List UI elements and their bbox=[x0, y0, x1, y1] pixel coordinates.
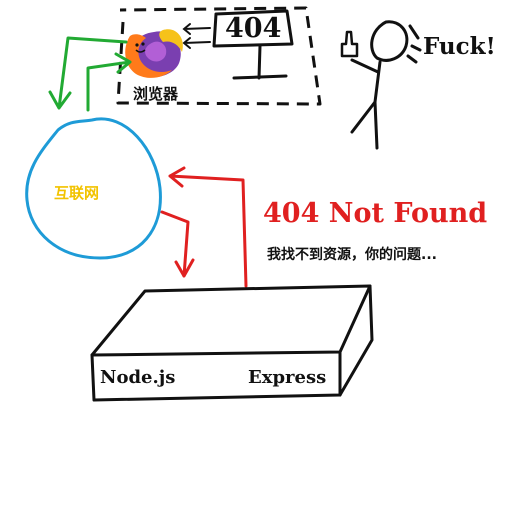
monitor-404-text: 404 bbox=[225, 13, 282, 44]
client-dashed-box bbox=[116, 6, 322, 106]
browser-logo-icon bbox=[125, 29, 183, 78]
not-found-response-arrow bbox=[168, 166, 248, 288]
user-legs bbox=[350, 100, 379, 150]
server-box bbox=[90, 284, 374, 402]
request-to-server-arrow bbox=[160, 210, 195, 278]
angry-marks bbox=[406, 24, 422, 64]
user-exclamation: Fuck! bbox=[423, 33, 496, 60]
angry-user-figure bbox=[350, 20, 422, 150]
monitor-screen bbox=[212, 9, 294, 48]
request-arrow-out bbox=[48, 36, 128, 110]
request-arrow-in bbox=[86, 52, 132, 112]
response-arrows bbox=[160, 166, 248, 288]
not-found-caption: 我找不到资源，你的问题... bbox=[267, 247, 437, 263]
server-framework-label: Express bbox=[248, 367, 327, 388]
user-head bbox=[370, 20, 409, 62]
monitor-stand bbox=[232, 44, 288, 80]
user-body bbox=[373, 60, 382, 104]
display-arrows bbox=[182, 23, 211, 49]
server-runtime-label: Node.js bbox=[100, 367, 176, 388]
internet-label: 互联网 bbox=[54, 184, 100, 202]
not-found-title: 404 Not Found bbox=[263, 198, 488, 229]
middle-finger-hand-icon bbox=[340, 30, 359, 58]
browser-label: 浏览器 bbox=[133, 85, 179, 103]
internet-cloud bbox=[25, 117, 162, 260]
user-arm bbox=[350, 58, 380, 74]
request-arrows bbox=[48, 36, 132, 112]
monitor-icon bbox=[212, 9, 294, 80]
